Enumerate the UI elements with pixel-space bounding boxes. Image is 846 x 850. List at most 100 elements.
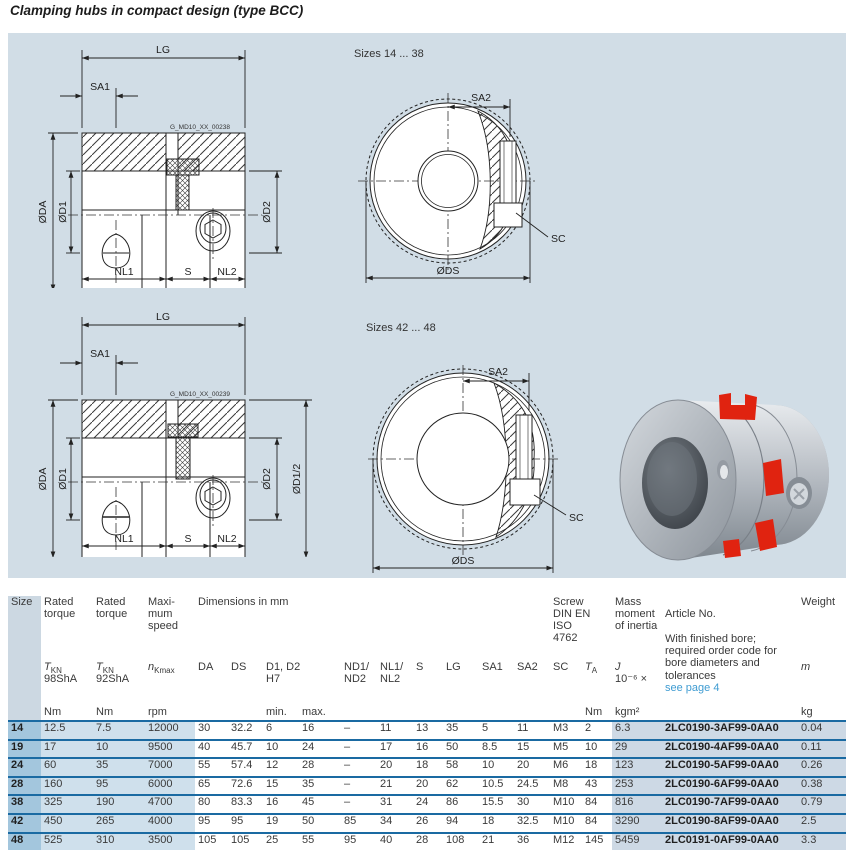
header-max-speed: Maxi- mum speed (148, 596, 178, 632)
subheader-nkmax: nKmax (148, 661, 175, 676)
table-cell: M8 (550, 775, 582, 796)
table-cell: 160 (41, 775, 93, 796)
table-cell: 35 (93, 757, 145, 777)
table-cell: 6000 (145, 775, 195, 796)
table-cell: 450 (41, 813, 93, 833)
table-cell: 50 (443, 738, 479, 759)
dim-label-da: ØDA (37, 468, 49, 491)
article-cell: 2LC0190-3AF99-0AA0 (662, 720, 799, 740)
spec-table: Size Rated torque Rated torque Maxi- mum… (8, 596, 846, 850)
table-cell: – (341, 738, 377, 759)
size-cell: 48 (8, 831, 41, 850)
subheader-m: m (801, 661, 811, 674)
table-cell: M10 (550, 794, 582, 815)
article-cell: 2LC0190-8AF99-0AA0 (662, 813, 799, 833)
table-cell: 80 (195, 794, 228, 815)
table-cell: – (341, 794, 377, 815)
table-cell: 95 (195, 813, 228, 833)
article-note: With finished bore; required order code … (665, 632, 777, 682)
dim-label-sa1: SA1 (90, 348, 110, 360)
subheader-d1d2: D1, D2 H7 (266, 661, 301, 686)
subheader-da: DA (198, 661, 214, 674)
header-rated-torque-92: Rated torque (96, 596, 128, 620)
size-cell: 28 (8, 775, 41, 796)
drawing-panel: LG SA1 G_MD10_XX_00238 ØDA ØD1 ØD2 NL1 S… (8, 33, 846, 578)
header-dimensions: Dimensions in mm (198, 596, 289, 608)
table-cell: 16 (263, 794, 299, 815)
see-page-link[interactable]: see page 4 (665, 681, 720, 694)
table-cell: 30 (195, 720, 228, 740)
table-cell: 108 (443, 831, 479, 850)
unit-nm: Nm (585, 706, 603, 719)
article-no-label: Article No. (665, 607, 716, 620)
table-cell: 28 (299, 757, 341, 777)
subheader-sa2: SA2 (517, 661, 538, 674)
table-cell: 16 (299, 720, 341, 740)
table-cell: 11 (377, 720, 413, 740)
table-cell: 3.3 (798, 831, 846, 850)
table-cell: 40 (377, 831, 413, 850)
view-title: Sizes 42 ... 48 (366, 322, 436, 334)
article-cell: 2LC0190-6AF99-0AA0 (662, 775, 799, 796)
table-cell: M5 (550, 738, 582, 759)
table-cell: 83.3 (228, 794, 263, 815)
table-cell: 36 (514, 831, 550, 850)
table-cell: 24 (413, 794, 443, 815)
table-cell: 34 (377, 813, 413, 833)
table-cell: 85 (341, 813, 377, 833)
table-cell: M3 (550, 720, 582, 740)
subheader-sc: SC (553, 661, 569, 674)
table-cell: 40 (195, 738, 228, 759)
unit-rpm: rpm (148, 706, 167, 719)
dim-label-d2: ØD2 (261, 468, 273, 490)
table-cell: 10 (479, 757, 514, 777)
header-size: Size (8, 596, 41, 722)
table-cell: 24.5 (514, 775, 550, 796)
unit-kgm2: kgm² (615, 706, 640, 719)
dim-label-s: S (184, 533, 191, 545)
table-cell: 10 (582, 738, 613, 759)
side-view-drawing-bottom: Sizes 42 ... 48 SA2 SC ØDS (366, 322, 584, 573)
subheader-nl: NL1/ NL2 (380, 661, 404, 686)
table-cell: 12 (263, 757, 299, 777)
table-cell: 15 (263, 775, 299, 796)
table-cell: 12000 (145, 720, 195, 740)
table-cell: 35 (443, 720, 479, 740)
dim-label-lg: LG (156, 44, 170, 56)
table-cell: 4000 (145, 813, 195, 833)
table-cell: M6 (550, 757, 582, 777)
table-cell: 0.38 (798, 775, 846, 796)
side-view-drawing-top: Sizes 14 ... 38 SA2 SC ØDS (354, 48, 566, 283)
table-cell: 30 (514, 794, 550, 815)
subheader-s: S (416, 661, 424, 674)
table-cell: 265 (93, 813, 145, 833)
unit-nm: Nm (96, 706, 114, 719)
header-article: Article No. With finished bore; required… (662, 596, 798, 706)
table-cell: 5 (479, 720, 514, 740)
table-cell: 145 (582, 831, 613, 850)
table-cell: 95 (228, 813, 263, 833)
table-cell: 94 (443, 813, 479, 833)
table-cell: 31 (377, 794, 413, 815)
dim-label-s: S (184, 266, 191, 278)
dim-label-d2: ØD2 (261, 201, 273, 223)
table-cell: 253 (612, 775, 663, 796)
table-cell: 15.5 (479, 794, 514, 815)
table-cell: 35 (299, 775, 341, 796)
table-cell: – (341, 775, 377, 796)
table-cell: 0.26 (798, 757, 846, 777)
dim-label-d1: ØD1 (57, 201, 69, 223)
table-cell: 29 (612, 738, 663, 759)
dim-label-sa2: SA2 (488, 366, 508, 378)
subheader-ds: DS (231, 661, 247, 674)
subheader-nd: ND1/ ND2 (344, 661, 370, 686)
table-cell: 6 (263, 720, 299, 740)
table-cell: 62 (443, 775, 479, 796)
product-photo (619, 393, 829, 561)
size-cell: 24 (8, 757, 41, 777)
drawing-code: G_MD10_XX_00239 (170, 391, 230, 398)
drawing-code: G_MD10_XX_00238 (170, 124, 230, 131)
